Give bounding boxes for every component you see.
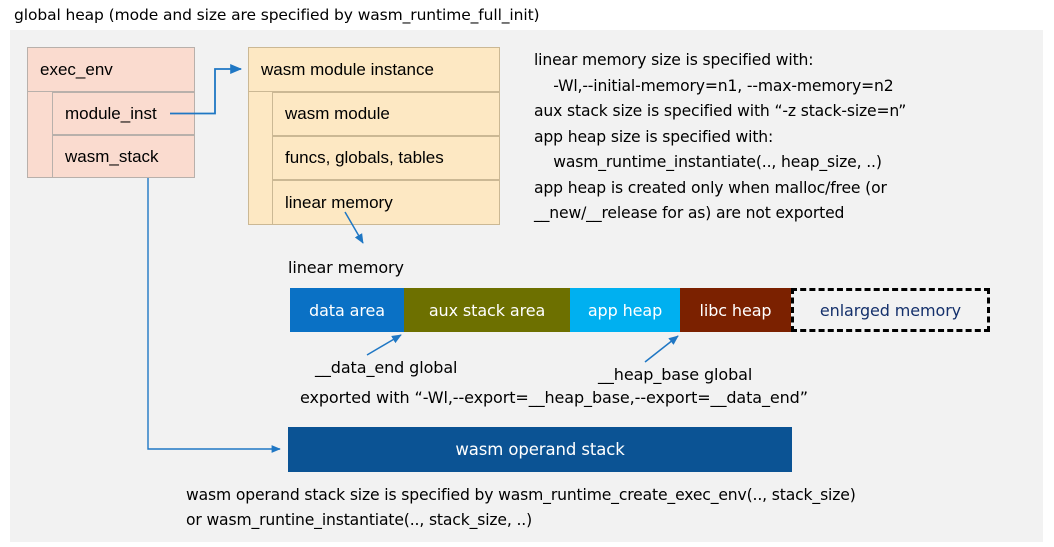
memory-segment-enlarged-memory: enlarged memory bbox=[791, 288, 990, 332]
wasm-module-instance-header: wasm module instance bbox=[248, 47, 500, 92]
linear-memory-info-text: linear memory size is specified with: -W… bbox=[534, 51, 907, 222]
operand-stack-caption: wasm operand stack size is specified by … bbox=[186, 486, 856, 529]
exported-with-annotation: exported with “-Wl,--export=__heap_base,… bbox=[300, 388, 808, 407]
exec-env-header-label: exec_env bbox=[40, 59, 113, 79]
data-end-annotation: __data_end global bbox=[315, 358, 458, 377]
wasm-module-instance-row-funcs-globals-tables-label: funcs, globals, tables bbox=[285, 148, 444, 167]
wasm-operand-stack-label: wasm operand stack bbox=[455, 440, 625, 459]
memory-segment-data-area: data area bbox=[290, 288, 404, 332]
memory-segment-aux-stack-area: aux stack area bbox=[404, 288, 570, 332]
exec-env-row-module-inst-label: module_inst bbox=[65, 103, 157, 123]
exec-env-row-wasm-stack-label: wasm_stack bbox=[65, 146, 159, 166]
memory-segment-libc-heap: libc heap bbox=[680, 288, 791, 332]
wasm-module-instance-row-funcs-globals-tables: funcs, globals, tables bbox=[272, 136, 500, 180]
memory-segment-app-heap: app heap bbox=[570, 288, 680, 332]
page-title: global heap (mode and size are specified… bbox=[14, 6, 540, 24]
wasm-module-instance-header-label: wasm module instance bbox=[261, 59, 434, 79]
linear-memory-label: linear memory bbox=[288, 258, 404, 277]
wasm-module-instance-row-linear-memory: linear memory bbox=[272, 180, 500, 225]
wasm-module-instance-row-wasm-module-label: wasm module bbox=[285, 104, 390, 123]
wasm-module-instance-row-linear-memory-label: linear memory bbox=[285, 192, 393, 212]
wasm-module-instance-row-wasm-module: wasm module bbox=[272, 92, 500, 136]
exec-env-row-wasm-stack: wasm_stack bbox=[52, 135, 195, 178]
exec-env-row-module-inst: module_inst bbox=[52, 92, 195, 135]
wasm-operand-stack-box: wasm operand stack bbox=[288, 427, 792, 472]
heap-base-annotation: __heap_base global bbox=[598, 365, 753, 384]
exec-env-header: exec_env bbox=[27, 47, 195, 92]
